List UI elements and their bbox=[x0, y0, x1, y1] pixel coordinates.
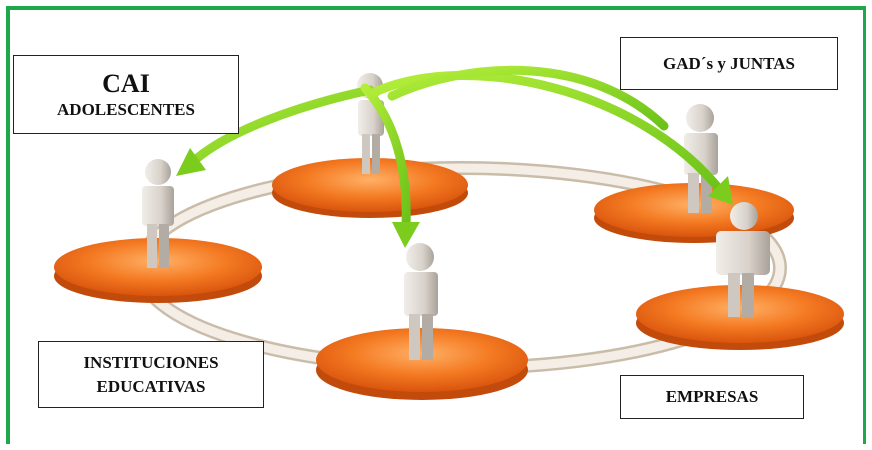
person-figure-left bbox=[142, 159, 174, 268]
arrow-to-gad bbox=[387, 65, 669, 131]
label-cai-line-2: ADOLESCENTES bbox=[57, 99, 195, 119]
arrow-to-instituciones bbox=[360, 83, 420, 248]
person-figure-right-back bbox=[684, 104, 718, 213]
platform-top-center bbox=[272, 158, 468, 218]
label-emp-line-1: EMPRESAS bbox=[665, 387, 759, 406]
diagram-frame bbox=[6, 6, 866, 444]
arrow-to-cai bbox=[176, 85, 375, 176]
person-figure-bottom bbox=[404, 243, 438, 360]
label-instituciones-educativas: INSTITUCIONES EDUCATIVAS bbox=[38, 341, 264, 408]
label-cai-line-1: CAI bbox=[102, 68, 150, 98]
arrow-to-empresas bbox=[370, 71, 733, 205]
label-inst-line-1: INSTITUCIONES bbox=[83, 352, 219, 372]
label-inst-line-2: EDUCATIVAS bbox=[96, 376, 206, 396]
label-gads-juntas: GAD´s y JUNTAS bbox=[620, 37, 838, 90]
label-cai-adolescentes: CAI ADOLESCENTES bbox=[13, 55, 239, 134]
person-figure-right-front bbox=[716, 202, 770, 317]
label-empresas: EMPRESAS bbox=[620, 375, 804, 419]
label-gad-line-1: GAD´s y JUNTAS bbox=[663, 53, 795, 73]
platform-left bbox=[54, 238, 262, 303]
